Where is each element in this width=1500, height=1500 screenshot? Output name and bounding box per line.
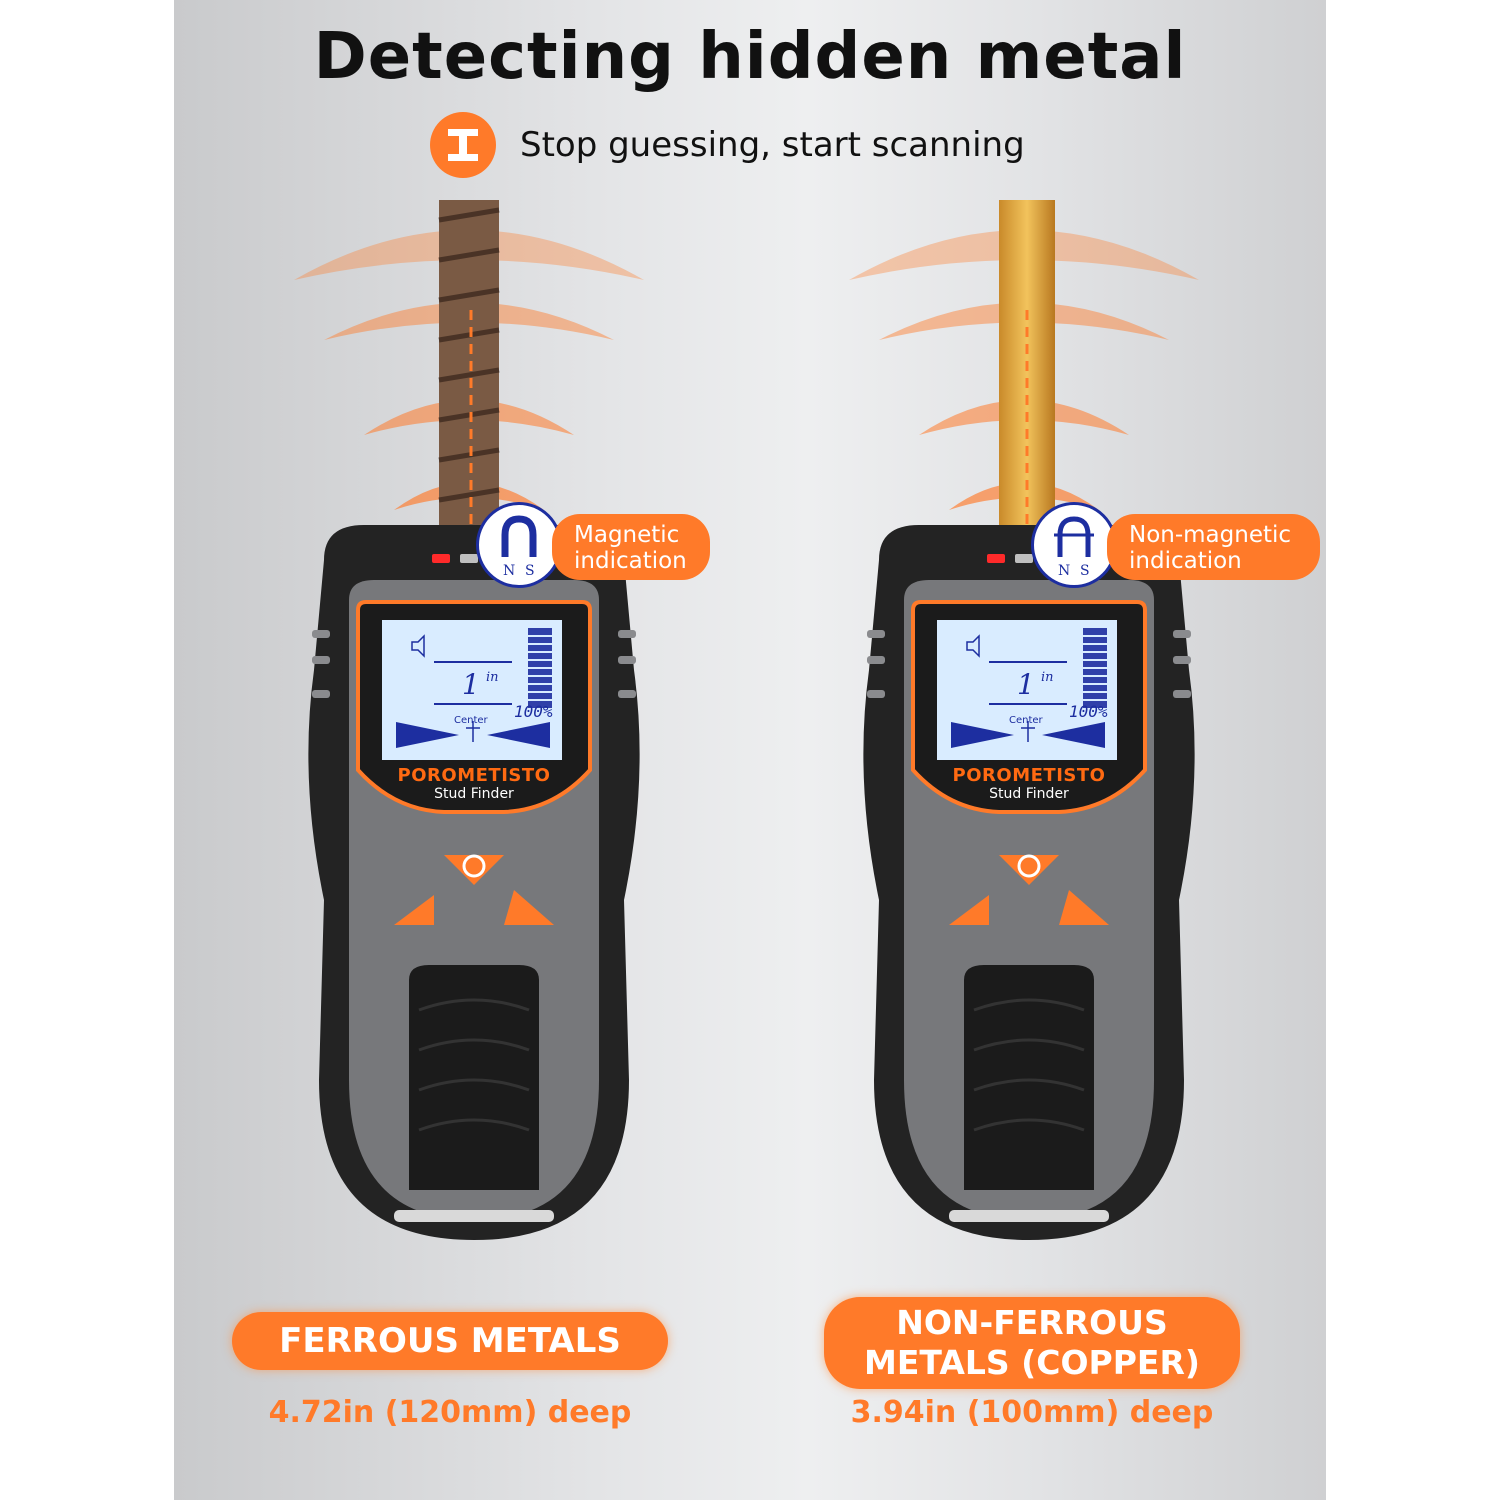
page-title: Detecting hidden metal (313, 20, 1187, 94)
svg-text:S: S (1080, 563, 1090, 579)
metal-type-badge-ferrous: FERROUS METALS (232, 1312, 668, 1370)
lcd-center-label: Center (454, 715, 488, 726)
model-name: Stud Finder (989, 786, 1069, 802)
non-magnet-icon: N S (1031, 502, 1117, 588)
lcd-percent: 100% (514, 702, 553, 721)
stud-finder-ferrous: N S Magnetic indication POROMETISTO Stud… (254, 180, 814, 1260)
lcd-depth-value: 1 (1017, 668, 1035, 701)
lcd-percent: 100% (1069, 702, 1108, 721)
metal-type-badge-non-ferrous: NON-FERROUS METALS (COPPER) (824, 1297, 1240, 1389)
brand-name: POROMETISTO (952, 765, 1106, 786)
indicator-label: Magnetic indication (552, 514, 710, 580)
depth-label-non-ferrous: 3.94in (100mm) deep (850, 1395, 1214, 1430)
subtitle-row: Stop guessing, start scanning (430, 112, 1025, 178)
depth-label-ferrous: 4.72in (120mm) deep (268, 1395, 632, 1430)
lcd-unit: in (486, 670, 499, 685)
indicator-label: Non-magnetic indication (1107, 514, 1320, 580)
stud-finder-non-ferrous: N S Non-magnetic indication POROMETISTO … (809, 180, 1326, 1260)
magnet-icon: N S (476, 502, 562, 588)
svg-text:N: N (1058, 563, 1070, 579)
lcd-center-label: Center (1009, 715, 1043, 726)
lcd-unit: in (1041, 670, 1054, 685)
svg-text:S: S (525, 563, 535, 579)
subtitle: Stop guessing, start scanning (520, 125, 1025, 165)
metal-beam-icon (430, 112, 496, 178)
model-name: Stud Finder (434, 786, 514, 802)
brand-name: POROMETISTO (397, 765, 551, 786)
product-image: Detecting hidden metal Stop guessing, st… (174, 0, 1326, 1500)
svg-text:N: N (503, 563, 515, 579)
lcd-depth-value: 1 (462, 668, 480, 701)
